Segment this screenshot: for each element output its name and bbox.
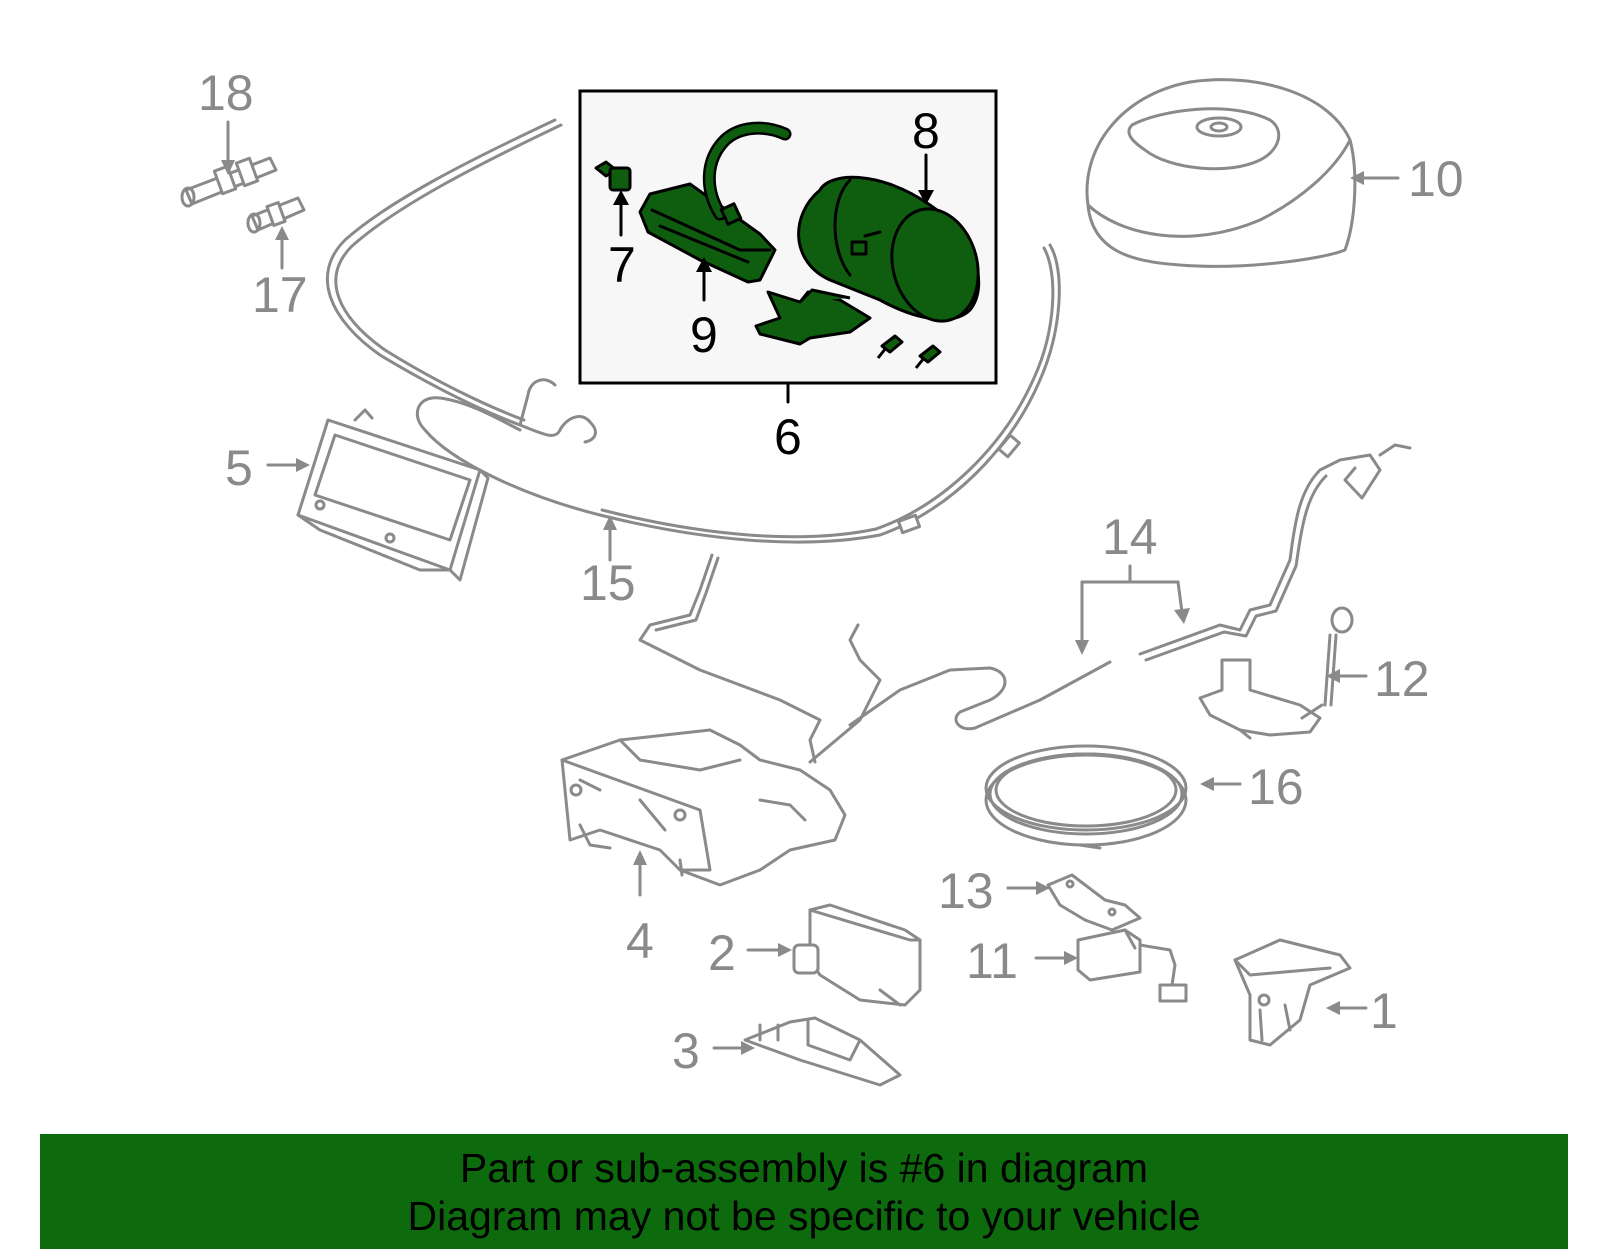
sensor-11	[1076, 928, 1188, 1003]
cover-10	[1085, 78, 1357, 268]
callout-11: 11	[966, 933, 1018, 989]
height-sensor-12	[1198, 606, 1354, 740]
callout-5: 5	[225, 440, 253, 496]
callout-16: 16	[1248, 759, 1304, 815]
bolt-b	[914, 344, 942, 369]
callout-15: 15	[580, 555, 636, 611]
callout-2: 2	[708, 925, 736, 981]
bracket-3	[743, 1016, 902, 1087]
air-tank-8	[797, 175, 981, 323]
callout-10: 10	[1408, 151, 1464, 207]
callout-13: 13	[938, 863, 994, 919]
callout-14: 14	[1102, 509, 1158, 565]
banner-line-2: Diagram may not be specific to your vehi…	[407, 1193, 1201, 1239]
bolt-a	[876, 334, 904, 359]
pipes-14	[638, 443, 1412, 764]
callout-18: 18	[198, 65, 254, 121]
sensor-2	[792, 903, 922, 1007]
banner-line-1: Part or sub-assembly is #6 in diagram	[459, 1145, 1149, 1191]
tank-bracket	[754, 288, 872, 346]
small-valve-7	[594, 160, 632, 192]
fitting-17	[246, 196, 306, 234]
callout-4: 4	[626, 913, 654, 969]
info-banner: Part or sub-assembly is #6 in diagram Di…	[40, 1134, 1568, 1249]
callout-7: 7	[608, 237, 636, 293]
air-line-15	[326, 118, 1061, 544]
callout-1: 1	[1370, 983, 1398, 1039]
module-5	[296, 408, 490, 582]
callout-12: 12	[1374, 651, 1430, 707]
callout-17: 17	[252, 267, 308, 323]
compressor-4	[560, 728, 847, 887]
callout-3: 3	[672, 1023, 700, 1079]
hose-coil-16	[984, 744, 1188, 850]
callout-6[interactable]: 6	[774, 409, 802, 465]
fitting-18	[180, 156, 278, 208]
callout-8: 8	[912, 103, 940, 159]
subassembly-6-box[interactable]	[578, 89, 998, 385]
callout-9: 9	[690, 307, 718, 363]
sensor-1	[1233, 938, 1352, 1047]
bracket-13	[1046, 873, 1142, 932]
